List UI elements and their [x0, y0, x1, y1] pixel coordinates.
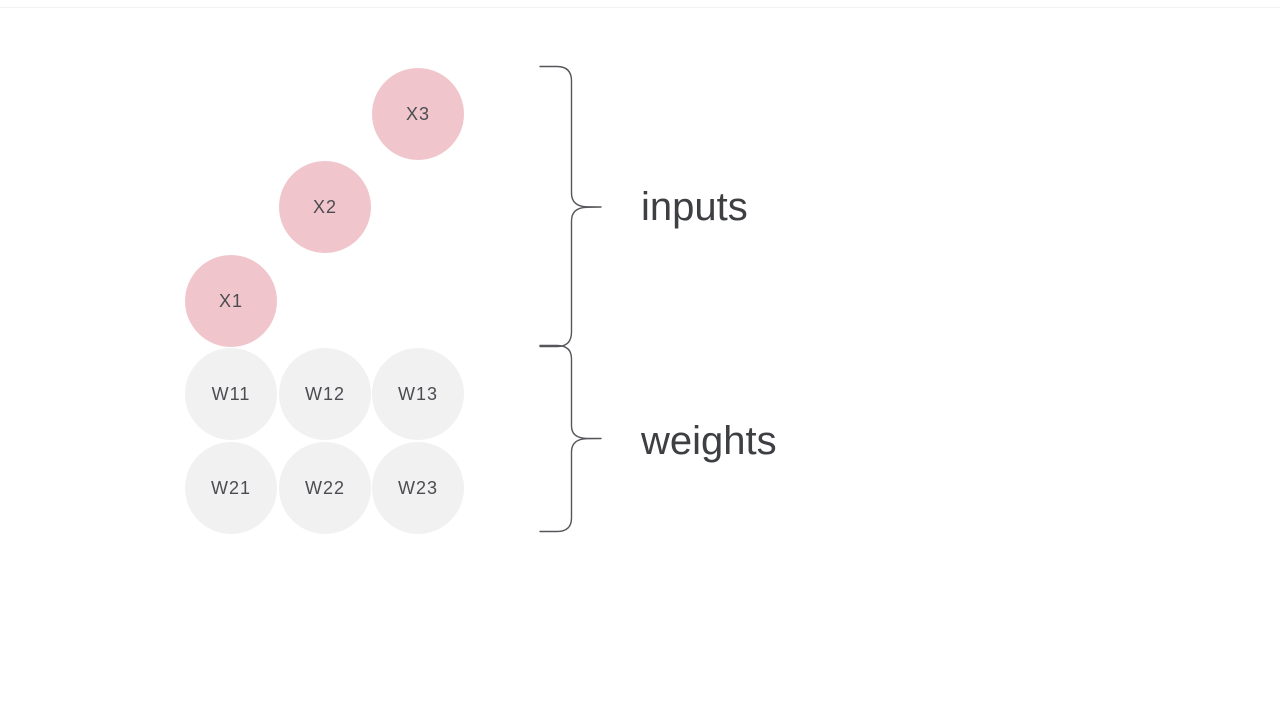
node-label: W22 — [304, 477, 345, 498]
input-node-x1: X1 — [185, 255, 277, 347]
node-label: X1 — [218, 290, 244, 311]
inputs-group-label: inputs — [641, 185, 748, 229]
weight-node-w11: W11 — [185, 348, 277, 440]
node-label: W23 — [397, 477, 438, 498]
weight-node-w23: W23 — [372, 442, 464, 534]
top-divider-line — [0, 7, 1280, 8]
weight-node-w22: W22 — [279, 442, 371, 534]
input-node-x3: X3 — [372, 68, 464, 160]
weights-brace-icon — [539, 344, 602, 533]
node-label: W13 — [397, 383, 438, 404]
node-label: W21 — [210, 477, 251, 498]
input-node-x2: X2 — [279, 161, 371, 253]
weight-node-w13: W13 — [372, 348, 464, 440]
weight-node-w21: W21 — [185, 442, 277, 534]
weights-group-label: weights — [641, 419, 777, 463]
node-label: X3 — [405, 103, 431, 124]
node-label: W11 — [211, 383, 251, 404]
inputs-brace-icon — [539, 65, 602, 348]
weight-node-w12: W12 — [279, 348, 371, 440]
node-label: X2 — [312, 196, 338, 217]
node-label: W12 — [304, 383, 345, 404]
